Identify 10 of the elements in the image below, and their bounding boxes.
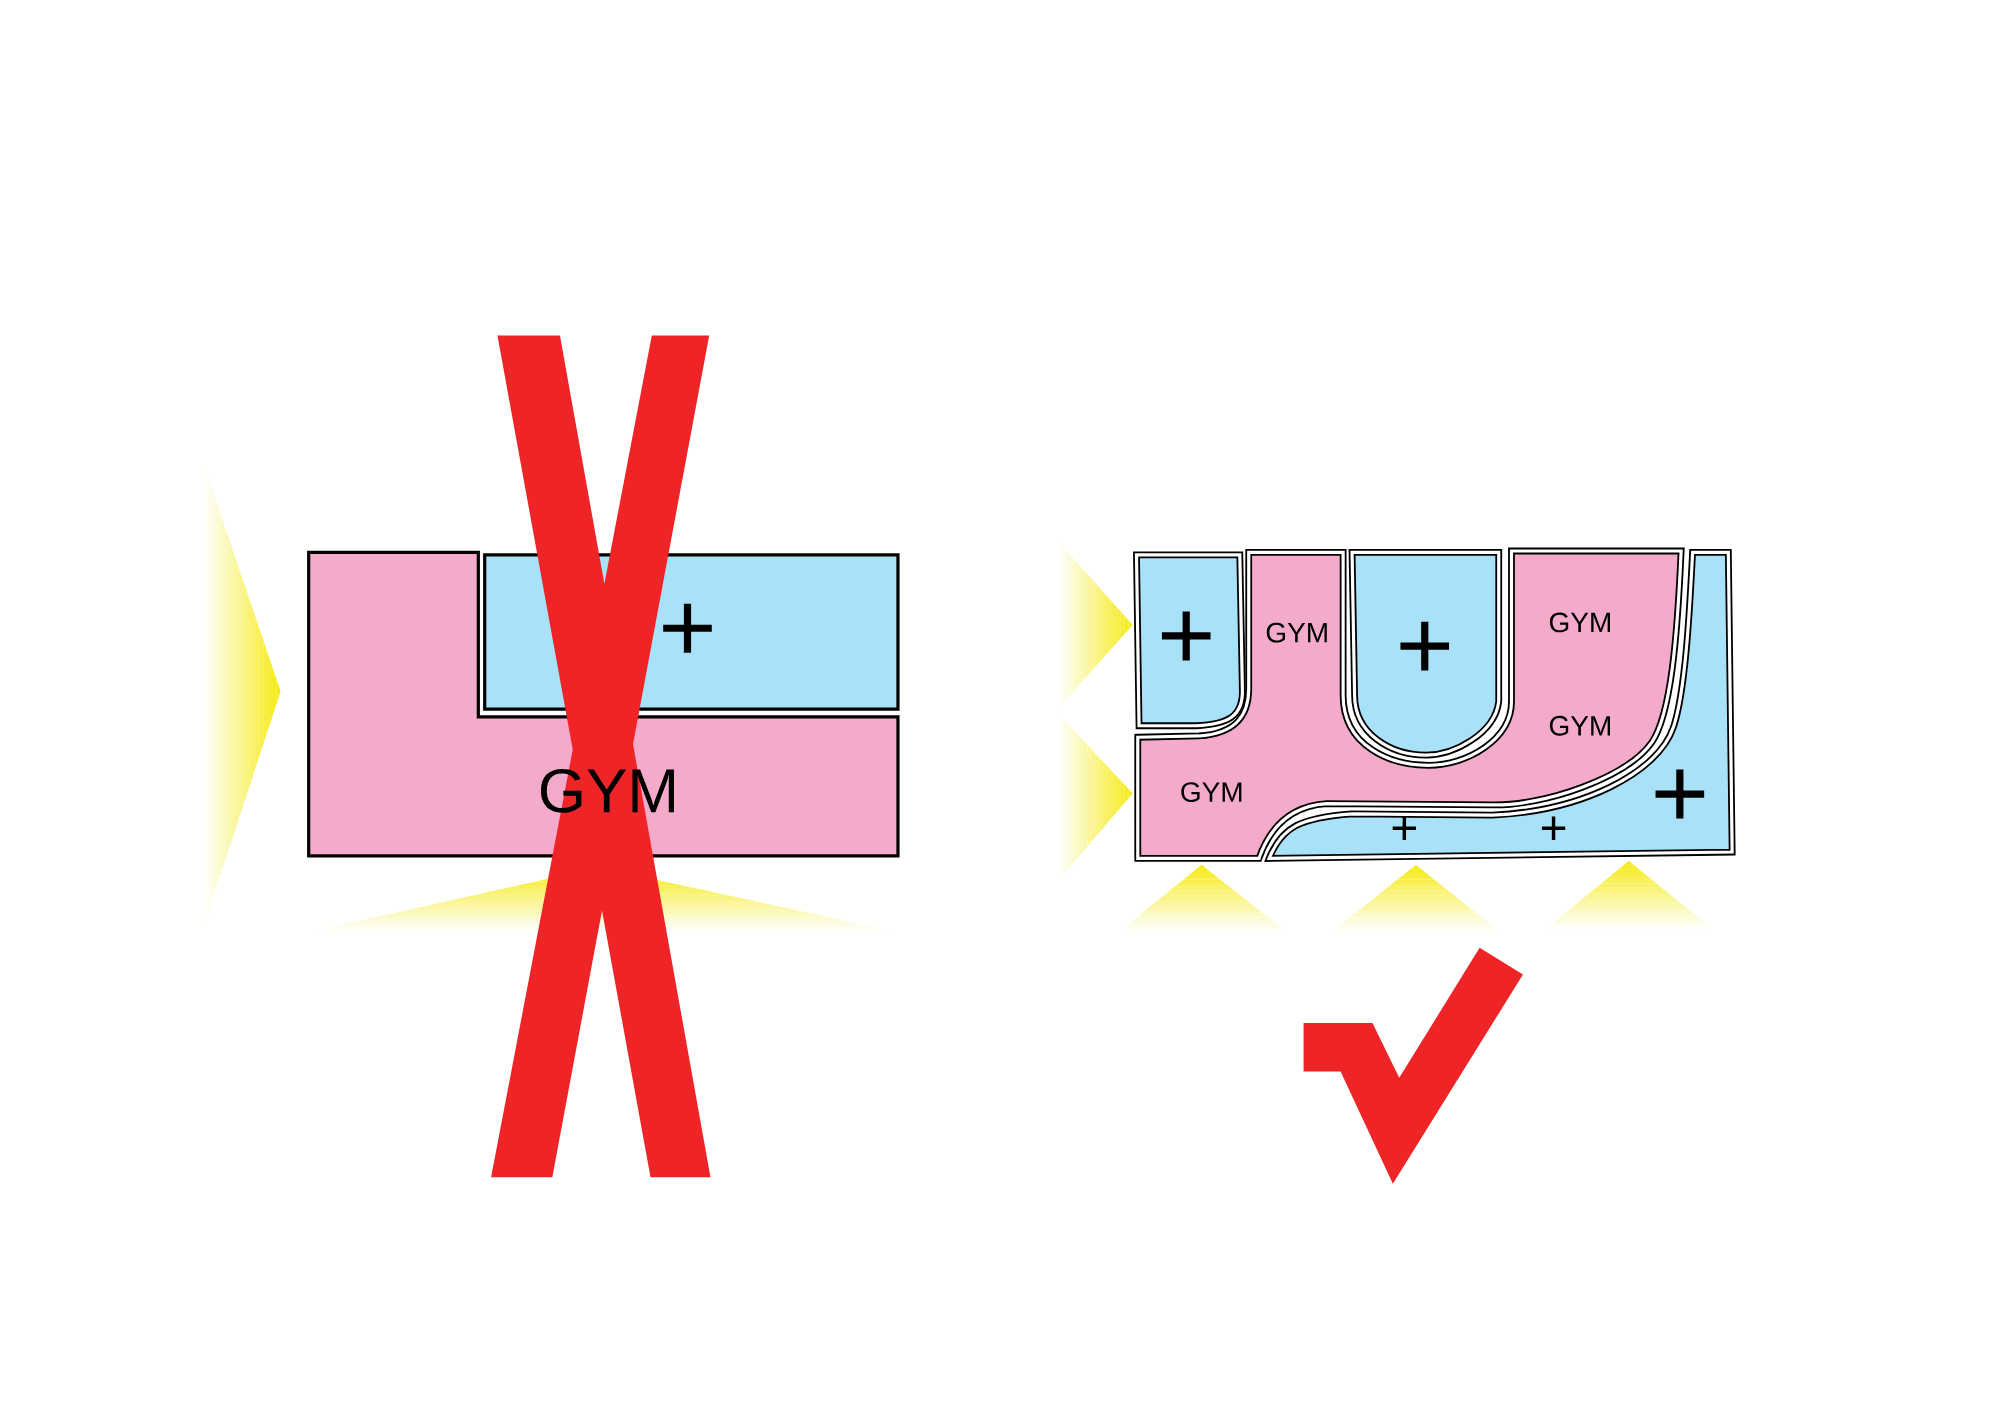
plus-sign: +: [663, 604, 712, 653]
room-label: GYM: [1266, 622, 1327, 643]
plus-sign: +: [1400, 621, 1450, 671]
plus-sign: +: [1655, 769, 1705, 819]
room-label: GYM: [1549, 716, 1610, 736]
plus-sign: +: [1541, 816, 1566, 841]
plus-sign: +: [1392, 816, 1416, 841]
room-label: GYM: [1549, 612, 1610, 633]
plus-sign: +: [1161, 611, 1211, 661]
room-label: GYM: [1181, 782, 1242, 803]
